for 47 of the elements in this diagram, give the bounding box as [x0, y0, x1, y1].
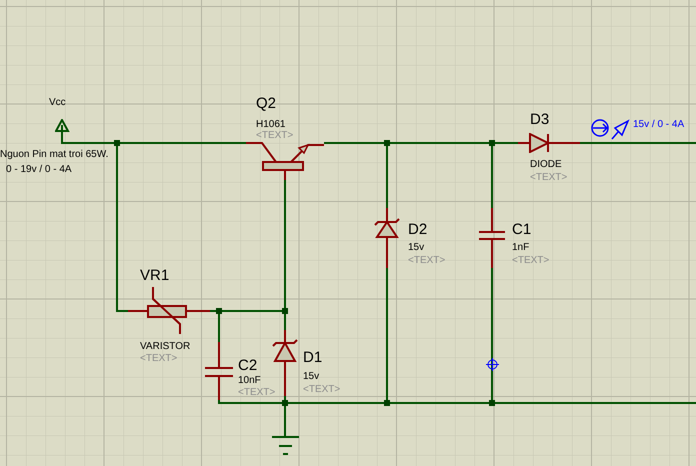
wire — [222, 310, 282, 312]
wire — [580, 142, 696, 144]
placeholder-text: <TEXT> — [140, 354, 178, 364]
annotation-text: Nguon Pin mat troi 65W. — [0, 150, 108, 160]
placeholder-text: <TEXT> — [512, 256, 550, 266]
wire — [324, 142, 384, 144]
wire — [491, 268, 493, 400]
placeholder-text: <TEXT> — [238, 388, 276, 398]
component-value: 15v — [408, 243, 424, 253]
wire — [80, 142, 114, 144]
component-value: 15v — [303, 372, 320, 382]
wire — [284, 314, 286, 330]
wire — [218, 314, 220, 342]
component-value: 10nF — [238, 376, 261, 386]
component-reference: D2 — [408, 222, 428, 237]
component-reference: D1 — [303, 350, 322, 365]
wire — [120, 142, 246, 144]
wire — [390, 402, 489, 404]
wire — [284, 180, 286, 308]
wire — [116, 146, 128, 312]
wire — [495, 402, 696, 404]
component-reference: D3 — [530, 112, 550, 127]
component-reference: Q2 — [256, 96, 276, 111]
wire — [491, 146, 493, 208]
placeholder-text: <TEXT> — [408, 256, 446, 266]
component-value: VARISTOR — [140, 342, 190, 352]
supply-label: Vcc — [49, 98, 66, 108]
component-value: DIODE — [530, 160, 562, 170]
probe-label: 15v / 0 - 4A — [633, 120, 684, 130]
wire — [218, 400, 282, 404]
component-value: H1061 — [256, 120, 286, 130]
wire — [495, 142, 518, 144]
component-value: 1nF — [512, 243, 530, 253]
wire — [288, 402, 384, 404]
placeholder-text: <TEXT> — [530, 173, 568, 183]
placeholder-text: <TEXT> — [303, 385, 340, 395]
wire — [284, 406, 286, 432]
wire — [210, 310, 216, 312]
wire — [386, 268, 388, 400]
component-reference: VR1 — [140, 268, 170, 283]
component-reference: C2 — [238, 358, 258, 373]
placeholder-text: <TEXT> — [256, 131, 294, 141]
wire — [386, 146, 388, 208]
annotation-text: 0 - 19v / 0 - 4A — [6, 165, 72, 175]
wire — [390, 142, 489, 144]
component-reference: C1 — [512, 222, 532, 237]
wire — [284, 396, 286, 400]
